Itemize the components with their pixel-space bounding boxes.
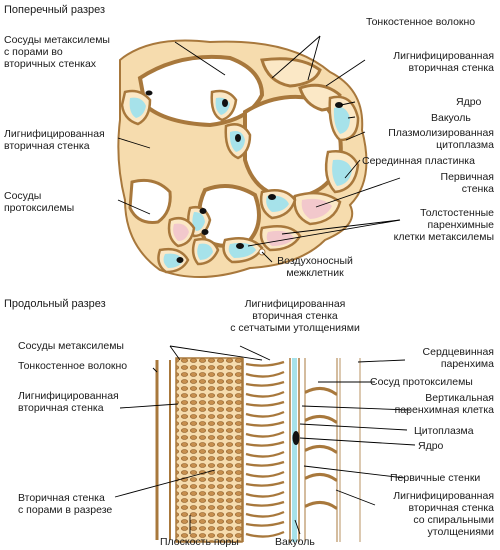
label-lignified-spiral: Лигнифицированная вторичная стенка со сп… <box>393 490 494 538</box>
cross-section-leaders <box>117 35 401 263</box>
label-meta-vessels-long: Сосуды метаксилемы <box>18 340 124 352</box>
label-protoxylem-vessels: Сосуды протоксилемы <box>4 190 75 214</box>
label-nucleus-long: Ядро <box>418 440 444 452</box>
label-primary-wall: Первичная стенка <box>440 171 494 195</box>
label-meta-vessels: Сосуды метаксилемы с порами во вторичных… <box>4 34 110 70</box>
cross-section-tissue <box>117 39 368 278</box>
label-lignified-wall-right: Лигнифицированная вторичная стенка <box>393 50 494 74</box>
longitudinal-section-tissue <box>155 357 361 543</box>
label-lignified-wall-long: Лигнифицированная вторичная стенка <box>18 390 119 414</box>
label-pith-parenchyma: Сердцевинная паренхима <box>422 346 494 370</box>
cross-section-title: Поперечный разрез <box>4 4 106 16</box>
label-lignified-wall-left: Лигнифицированная вторичная стенка <box>4 128 105 152</box>
label-primary-walls: Первичные стенки <box>390 472 481 484</box>
label-vacuole: Вакуоль <box>431 112 471 124</box>
label-thin-fiber-long: Тонкостенное волокно <box>18 360 128 372</box>
label-middle-lamella: Серединная пластинка <box>362 155 475 167</box>
label-cytoplasm: Цитоплазма <box>414 425 474 437</box>
label-vertical-parenchyma-cell: Вертикальная паренхимная клетка <box>394 392 494 416</box>
label-vacuole-long: Вакуоль <box>275 536 315 548</box>
longitudinal-section-title: Продольный разрез <box>4 298 106 310</box>
label-pit-plane: Плоскость поры <box>160 536 239 548</box>
label-thick-parenchyma: Толстостенные паренхимные клетки метакси… <box>393 207 494 243</box>
label-thin-walled-fiber: Тонкостенное волокно <box>366 16 476 28</box>
label-protoxylem-vessel: Сосуд протоксилемы <box>370 376 473 388</box>
label-air-space: Воздухоносный межклетник <box>277 255 353 279</box>
label-pitted-wall-section: Вторичная стенка с порами в разрезе <box>18 492 113 516</box>
label-lignified-reticulate: Лигнифицированная вторичная стенка с сет… <box>230 298 360 334</box>
label-nucleus: Ядро <box>456 96 482 108</box>
label-plasmolyzed-cytoplasm: Плазмолизированная цитоплазма <box>388 127 494 151</box>
longitudinal-leaders <box>114 345 416 535</box>
